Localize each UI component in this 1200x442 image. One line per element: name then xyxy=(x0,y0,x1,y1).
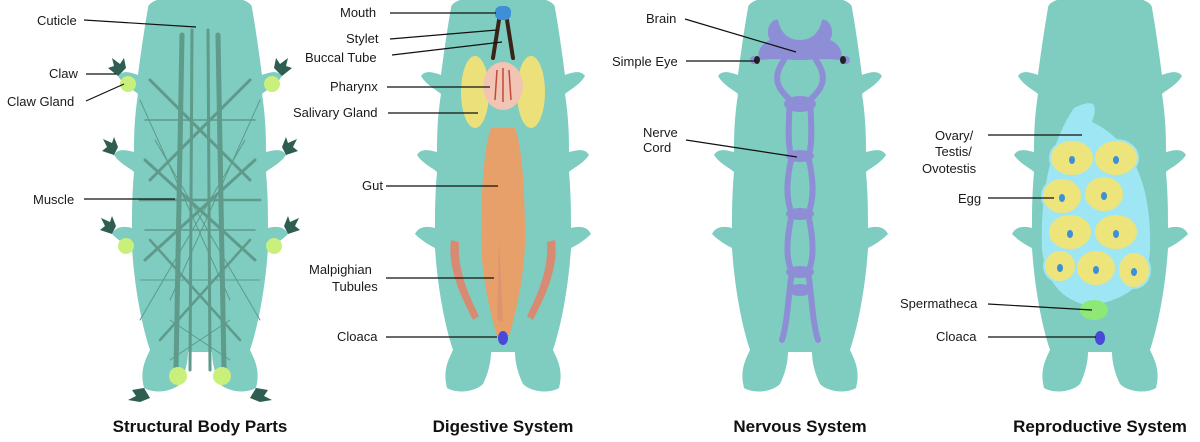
label-buccal-tube: Buccal Tube xyxy=(305,50,377,65)
stylet-icon xyxy=(491,18,515,60)
claw-icon xyxy=(100,58,300,402)
egg-nucleus xyxy=(1057,156,1137,276)
label-spermatheca: Spermatheca xyxy=(900,296,978,311)
panel-nervous xyxy=(712,0,888,392)
label-claw: Claw xyxy=(49,66,79,81)
label-muscle: Muscle xyxy=(33,192,74,207)
title-digestive: Digestive System xyxy=(433,417,574,436)
tardigrade-body-structural xyxy=(112,0,288,392)
label-egg: Egg xyxy=(958,191,981,206)
gut-icon xyxy=(481,128,525,336)
title-structural: Structural Body Parts xyxy=(113,417,288,436)
label-pharynx: Pharynx xyxy=(330,79,378,94)
pharynx-muscle xyxy=(494,68,512,102)
simple-eye-icon xyxy=(754,56,846,64)
salivary-gland-icon xyxy=(461,56,545,128)
label-stylet: Stylet xyxy=(346,31,379,46)
panel-reproductive xyxy=(1012,0,1188,392)
label-tubules: Tubules xyxy=(332,279,378,294)
cloaca-icon-reproductive xyxy=(1095,331,1105,345)
label-cloaca-reproductive: Cloaca xyxy=(936,329,977,344)
label-malpighian: Malpighian xyxy=(309,262,372,277)
label-simple-eye: Simple Eye xyxy=(612,54,678,69)
label-mouth: Mouth xyxy=(340,5,376,20)
claw-gland-icon xyxy=(118,76,282,385)
label-brain: Brain xyxy=(646,11,676,26)
spermatheca-icon xyxy=(1080,300,1108,320)
label-ovary: Ovary/ xyxy=(935,128,974,143)
muscle-network xyxy=(138,28,262,373)
ganglion-icon xyxy=(784,96,816,296)
label-cloaca-digestive: Cloaca xyxy=(337,329,378,344)
title-nervous: Nervous System xyxy=(733,417,866,436)
label-claw-gland: Claw Gland xyxy=(7,94,74,109)
label-gut: Gut xyxy=(362,178,383,193)
panel-structural xyxy=(100,0,300,402)
label-cord: Cord xyxy=(643,140,671,155)
label-ovotestis: Ovotestis xyxy=(922,161,977,176)
panel-digestive xyxy=(415,0,591,392)
label-nerve: Nerve xyxy=(643,125,678,140)
mouth-icon xyxy=(495,6,511,20)
label-cuticle: Cuticle xyxy=(37,13,77,28)
title-reproductive: Reproductive System xyxy=(1013,417,1187,436)
cloaca-icon xyxy=(498,331,508,345)
malpighian-tubule-icon xyxy=(450,240,556,320)
label-salivary-gland: Salivary Gland xyxy=(293,105,378,120)
label-testis: Testis/ xyxy=(935,144,972,159)
